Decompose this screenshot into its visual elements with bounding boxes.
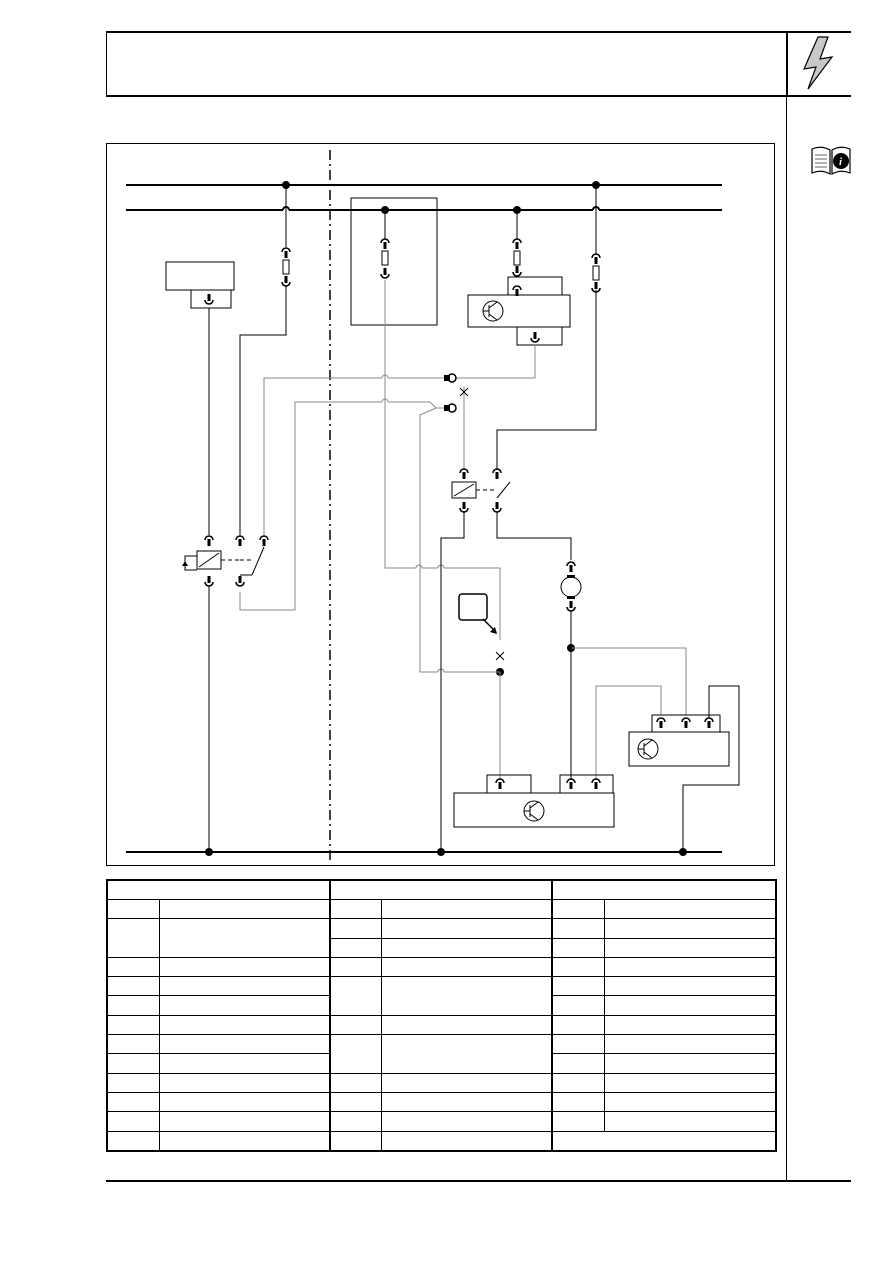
sensor-input-box bbox=[458, 593, 505, 661]
header-top-rule bbox=[106, 31, 851, 33]
wiring-diagram-frame bbox=[106, 143, 775, 866]
signal-wires bbox=[239, 280, 687, 780]
legend-row bbox=[106, 1091, 777, 1113]
legend-row bbox=[106, 1072, 777, 1093]
legend-header-cell bbox=[551, 879, 777, 900]
svg-text:i: i bbox=[839, 156, 843, 168]
right-margin-rule bbox=[786, 31, 787, 1181]
legend-table bbox=[106, 879, 777, 1152]
warning-box bbox=[787, 31, 850, 95]
legend-row bbox=[106, 1111, 777, 1132]
electronic-module-bottom bbox=[453, 774, 615, 828]
left-control-module bbox=[165, 261, 235, 309]
footer-rule bbox=[106, 1180, 851, 1182]
header-bottom-rule bbox=[106, 95, 851, 97]
bus-line-second bbox=[126, 206, 722, 211]
fuse-left bbox=[239, 185, 291, 535]
connector-pair-center bbox=[444, 373, 469, 413]
legend-row bbox=[106, 995, 777, 1016]
legend-row bbox=[106, 976, 777, 1016]
legend-header-row bbox=[106, 879, 777, 900]
legend-row bbox=[106, 1130, 777, 1152]
legend-header-cell bbox=[329, 879, 554, 900]
legend-row bbox=[106, 1034, 777, 1074]
header-left-rule bbox=[106, 31, 107, 96]
electronic-module-top bbox=[467, 276, 571, 346]
fuse-center-right bbox=[512, 210, 522, 277]
legend-header-cell bbox=[106, 879, 331, 900]
fuse-box-middle bbox=[350, 197, 438, 326]
motor bbox=[560, 561, 582, 780]
legend-row bbox=[106, 898, 777, 920]
relay-center bbox=[440, 468, 572, 852]
electronic-module-right bbox=[628, 685, 740, 852]
legend-row bbox=[106, 1014, 777, 1036]
legend-row bbox=[106, 956, 777, 978]
relay-left bbox=[182, 308, 269, 852]
lightning-bolt-icon bbox=[803, 36, 834, 90]
junction-dots bbox=[205, 181, 687, 856]
fuse-far-right bbox=[496, 185, 601, 470]
legend-row bbox=[106, 918, 777, 958]
info-book-icon: i bbox=[811, 146, 851, 176]
